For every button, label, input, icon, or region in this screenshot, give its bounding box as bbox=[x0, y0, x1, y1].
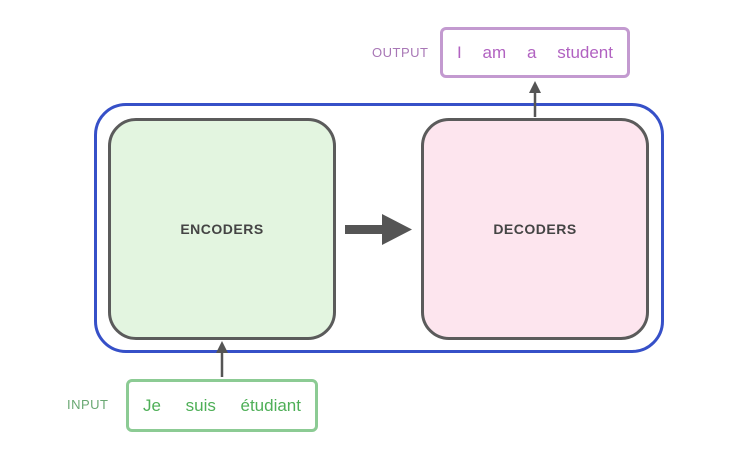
encoder-to-decoder-arrow bbox=[345, 214, 412, 245]
output-sequence-box: I am a student bbox=[440, 27, 630, 78]
decoders-block: DECODERS bbox=[421, 118, 649, 340]
input-token: suis bbox=[185, 395, 216, 415]
encoders-block: ENCODERS bbox=[108, 118, 336, 340]
input-token: Je bbox=[143, 395, 161, 415]
output-token: am bbox=[482, 42, 507, 62]
encoders-label: ENCODERS bbox=[180, 221, 264, 237]
output-token: student bbox=[557, 42, 613, 62]
input-label: INPUT bbox=[67, 397, 109, 412]
decoders-to-output-arrow bbox=[529, 81, 541, 117]
input-sequence-box: Je suis étudiant bbox=[126, 379, 318, 432]
output-label: OUTPUT bbox=[372, 45, 429, 60]
output-token: I bbox=[457, 42, 462, 62]
input-to-encoders-arrow bbox=[216, 341, 228, 377]
decoders-label: DECODERS bbox=[493, 221, 577, 237]
output-token: a bbox=[526, 42, 537, 62]
transformer-container bbox=[94, 103, 664, 353]
input-token: étudiant bbox=[240, 395, 301, 415]
